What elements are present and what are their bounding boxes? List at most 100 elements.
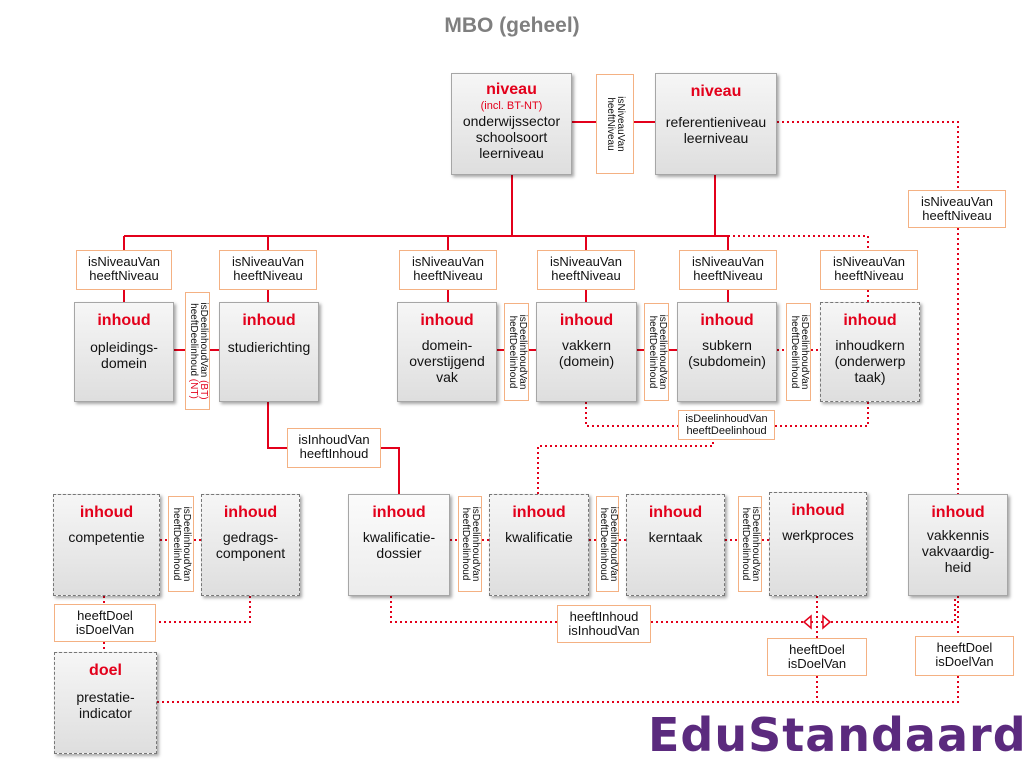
node-inhoudkern: inhoud inhoudkern (onderwerp taak)	[820, 302, 920, 402]
label-isniveauvan: isNiveauVan heeftNiveau	[219, 250, 317, 290]
node-body: opleidings- domein	[90, 339, 158, 371]
node-head: inhoud	[242, 312, 296, 329]
node-gedragscomponent: inhoud gedrags- component	[201, 494, 300, 596]
node-head: inhoud	[648, 504, 703, 521]
label-isdeelinhoudvan: isDeelinhoudVan heeftDeelinhoud	[644, 303, 669, 401]
label-tag: (NT)	[187, 378, 199, 399]
label-line: isDeelinhoudVan	[181, 506, 192, 582]
label-line: isDeelinhoudVan	[750, 506, 761, 582]
node-head: inhoud	[79, 504, 134, 521]
node-niveau-referentieniveau: niveau referentieniveau leerniveau	[655, 73, 777, 175]
label-isniveauvan: isNiveauVan heeftNiveau	[679, 250, 777, 290]
label-isniveauvan: isNiveauVan heeftNiveau	[820, 250, 918, 290]
label-isdeelinhoudvan: isDeelinhoudVan heeftDeelinhoud	[596, 496, 619, 592]
node-head: inhoud	[700, 312, 754, 329]
node-body: prestatie- indicator	[76, 689, 135, 721]
node-domeinoverstijgend: inhoud domein- overstijgend vak	[397, 302, 497, 402]
label-line: heeftDeelinhoud (NT)	[187, 302, 199, 399]
label-line: heeftDeelinhoud	[646, 315, 658, 389]
label-heeftinhoud: heeftInhoud isInhoudVan	[557, 605, 651, 643]
label-text: isDeelinhoudVan heeftDeelinhoud	[789, 314, 810, 390]
label-line: heeftDeelinhoud	[506, 315, 518, 389]
label-line: isDeelinhoudVan	[516, 314, 528, 390]
label-line: heeftDeelinhoud	[171, 507, 182, 581]
label-isdeelinhoudvan: isDeelinhoudVan heeftDeelinhoud	[738, 496, 762, 592]
label-text: isDeelinhoudVan heeftDeelinhoud	[646, 314, 668, 390]
label-text: isDeelinhoudVan heeftDeelinhoud	[506, 314, 528, 390]
label-isdeelinhoudvan: isDeelinhoudVan heeftDeelinhoud	[504, 303, 529, 401]
node-kerntaak: inhoud kerntaak	[626, 494, 725, 596]
node-head: inhoud	[420, 312, 474, 329]
node-body: competentie	[68, 529, 145, 545]
node-opleidingsdomein: inhoud opleidings- domein	[74, 302, 174, 402]
label-isniveauvan: isNiveauVan heeftNiveau	[76, 250, 172, 290]
label-line: isDeelinhoudVan (BT)	[197, 302, 209, 399]
node-competentie: inhoud competentie	[53, 494, 160, 596]
label-isniveauvan: isNiveauVan heeftNiveau	[399, 250, 497, 290]
node-body: kwalificatie	[505, 529, 573, 545]
node-body: kwalificatie- dossier	[362, 529, 436, 561]
node-head: inhoud	[97, 312, 151, 329]
label-line: isDeelinhoudVan	[470, 506, 481, 582]
node-kwalificatiedossier: inhoud kwalificatie- dossier	[348, 494, 450, 596]
node-head: niveau	[486, 81, 537, 98]
label-line: heeftDeelinhoud	[460, 507, 471, 581]
label-text: isNiveauVan heeftNiveau	[605, 96, 626, 152]
label-text: isDeelinhoudVan heeftDeelinhoud	[597, 506, 619, 582]
label-part: isDeelinhoudVan	[197, 302, 209, 381]
node-body: subkern (subdomein)	[688, 337, 766, 369]
node-sub: (incl. BT-NT)	[480, 100, 543, 112]
edustandaard-logo: EduStandaard	[648, 708, 1024, 762]
node-body: kerntaak	[648, 529, 703, 545]
label-isdeelinhoudvan: isDeelinhoudVan heeftDeelinhoud	[458, 496, 482, 592]
label-part: heeftDeelinhoud	[187, 303, 199, 379]
label-text: isDeelinhoudVan heeftDeelinhoud	[171, 506, 192, 582]
label-line: isNiveauVan	[615, 96, 626, 152]
node-vakkennis: inhoud vakkennis vakvaardig- heid	[908, 494, 1008, 596]
label-isdeelinhoudvan: isDeelinhoudVan heeftDeelinhoud	[786, 303, 811, 401]
label-isinhoudvan: isInhoudVan heeftInhoud	[287, 428, 381, 468]
node-head: niveau	[690, 83, 742, 100]
label-line: isDeelinhoudVan	[607, 506, 619, 582]
node-head: inhoud	[843, 312, 897, 329]
label-heeftdoel: heeftDoel isDoelVan	[767, 638, 867, 676]
node-body: inhoudkern (onderwerp taak)	[834, 337, 906, 385]
label-line: isDeelinhoudVan	[798, 314, 810, 390]
node-werkproces: inhoud werkproces	[769, 492, 867, 596]
node-body: gedrags- component	[215, 529, 286, 561]
label-isdeelinhoudvan-horizontal: isDeelinhoudVan heeftDeelinhoud	[678, 410, 775, 440]
node-kwalificatie: inhoud kwalificatie	[489, 494, 589, 596]
node-head: doel	[89, 662, 122, 679]
label-text: isDeelinhoudVan (BT) heeftDeelinhoud (NT…	[187, 302, 209, 399]
node-body: vakkennis vakvaardig- heid	[921, 527, 995, 575]
node-niveau-onderwijssector: niveau (incl. BT-NT) onderwijssector sch…	[451, 73, 572, 175]
label-isniveauvan: isNiveauVan heeftNiveau	[537, 250, 635, 290]
label-text: isDeelinhoudVan heeftDeelinhoud	[460, 506, 481, 582]
label-isdeelinhoudvan: isDeelinhoudVan heeftDeelinhoud	[168, 496, 194, 592]
label-line: isDeelinhoudVan	[656, 314, 668, 390]
node-vakkern: inhoud vakkern (domein)	[536, 302, 637, 402]
node-body: referentieniveau leerniveau	[665, 114, 767, 146]
node-body: onderwijssector schoolsoort leerniveau	[462, 113, 561, 161]
page-title: MBO (geheel)	[444, 14, 580, 37]
node-body: werkproces	[782, 527, 854, 543]
node-prestatieindicator: doel prestatie- indicator	[54, 652, 157, 754]
label-isdeelinhoudvan-btnt: isDeelinhoudVan (BT) heeftDeelinhoud (NT…	[185, 292, 210, 410]
label-isniveauvan-top: isNiveauVan heeftNiveau	[596, 74, 634, 174]
node-head: inhoud	[372, 504, 426, 521]
node-studierichting: inhoud studierichting	[219, 302, 319, 402]
node-head: inhoud	[559, 312, 614, 329]
label-line: heeftDeelinhoud	[597, 507, 609, 581]
label-text: isDeelinhoudVan heeftDeelinhoud	[740, 506, 761, 582]
node-head: inhoud	[512, 504, 566, 521]
node-head: inhoud	[791, 502, 845, 519]
label-heeftdoel: heeftDoel isDoelVan	[54, 604, 156, 642]
node-head: inhoud	[931, 504, 985, 521]
node-head: inhoud	[223, 504, 278, 521]
node-body: studierichting	[227, 339, 311, 355]
label-line: heeftDeelinhoud	[740, 507, 751, 581]
node-body: domein- overstijgend vak	[409, 337, 485, 385]
label-heeftdoel: heeftDoel isDoelVan	[915, 636, 1014, 676]
node-subkern: inhoud subkern (subdomein)	[677, 302, 777, 402]
label-isniveauvan-right: isNiveauVan heeftNiveau	[908, 190, 1006, 228]
